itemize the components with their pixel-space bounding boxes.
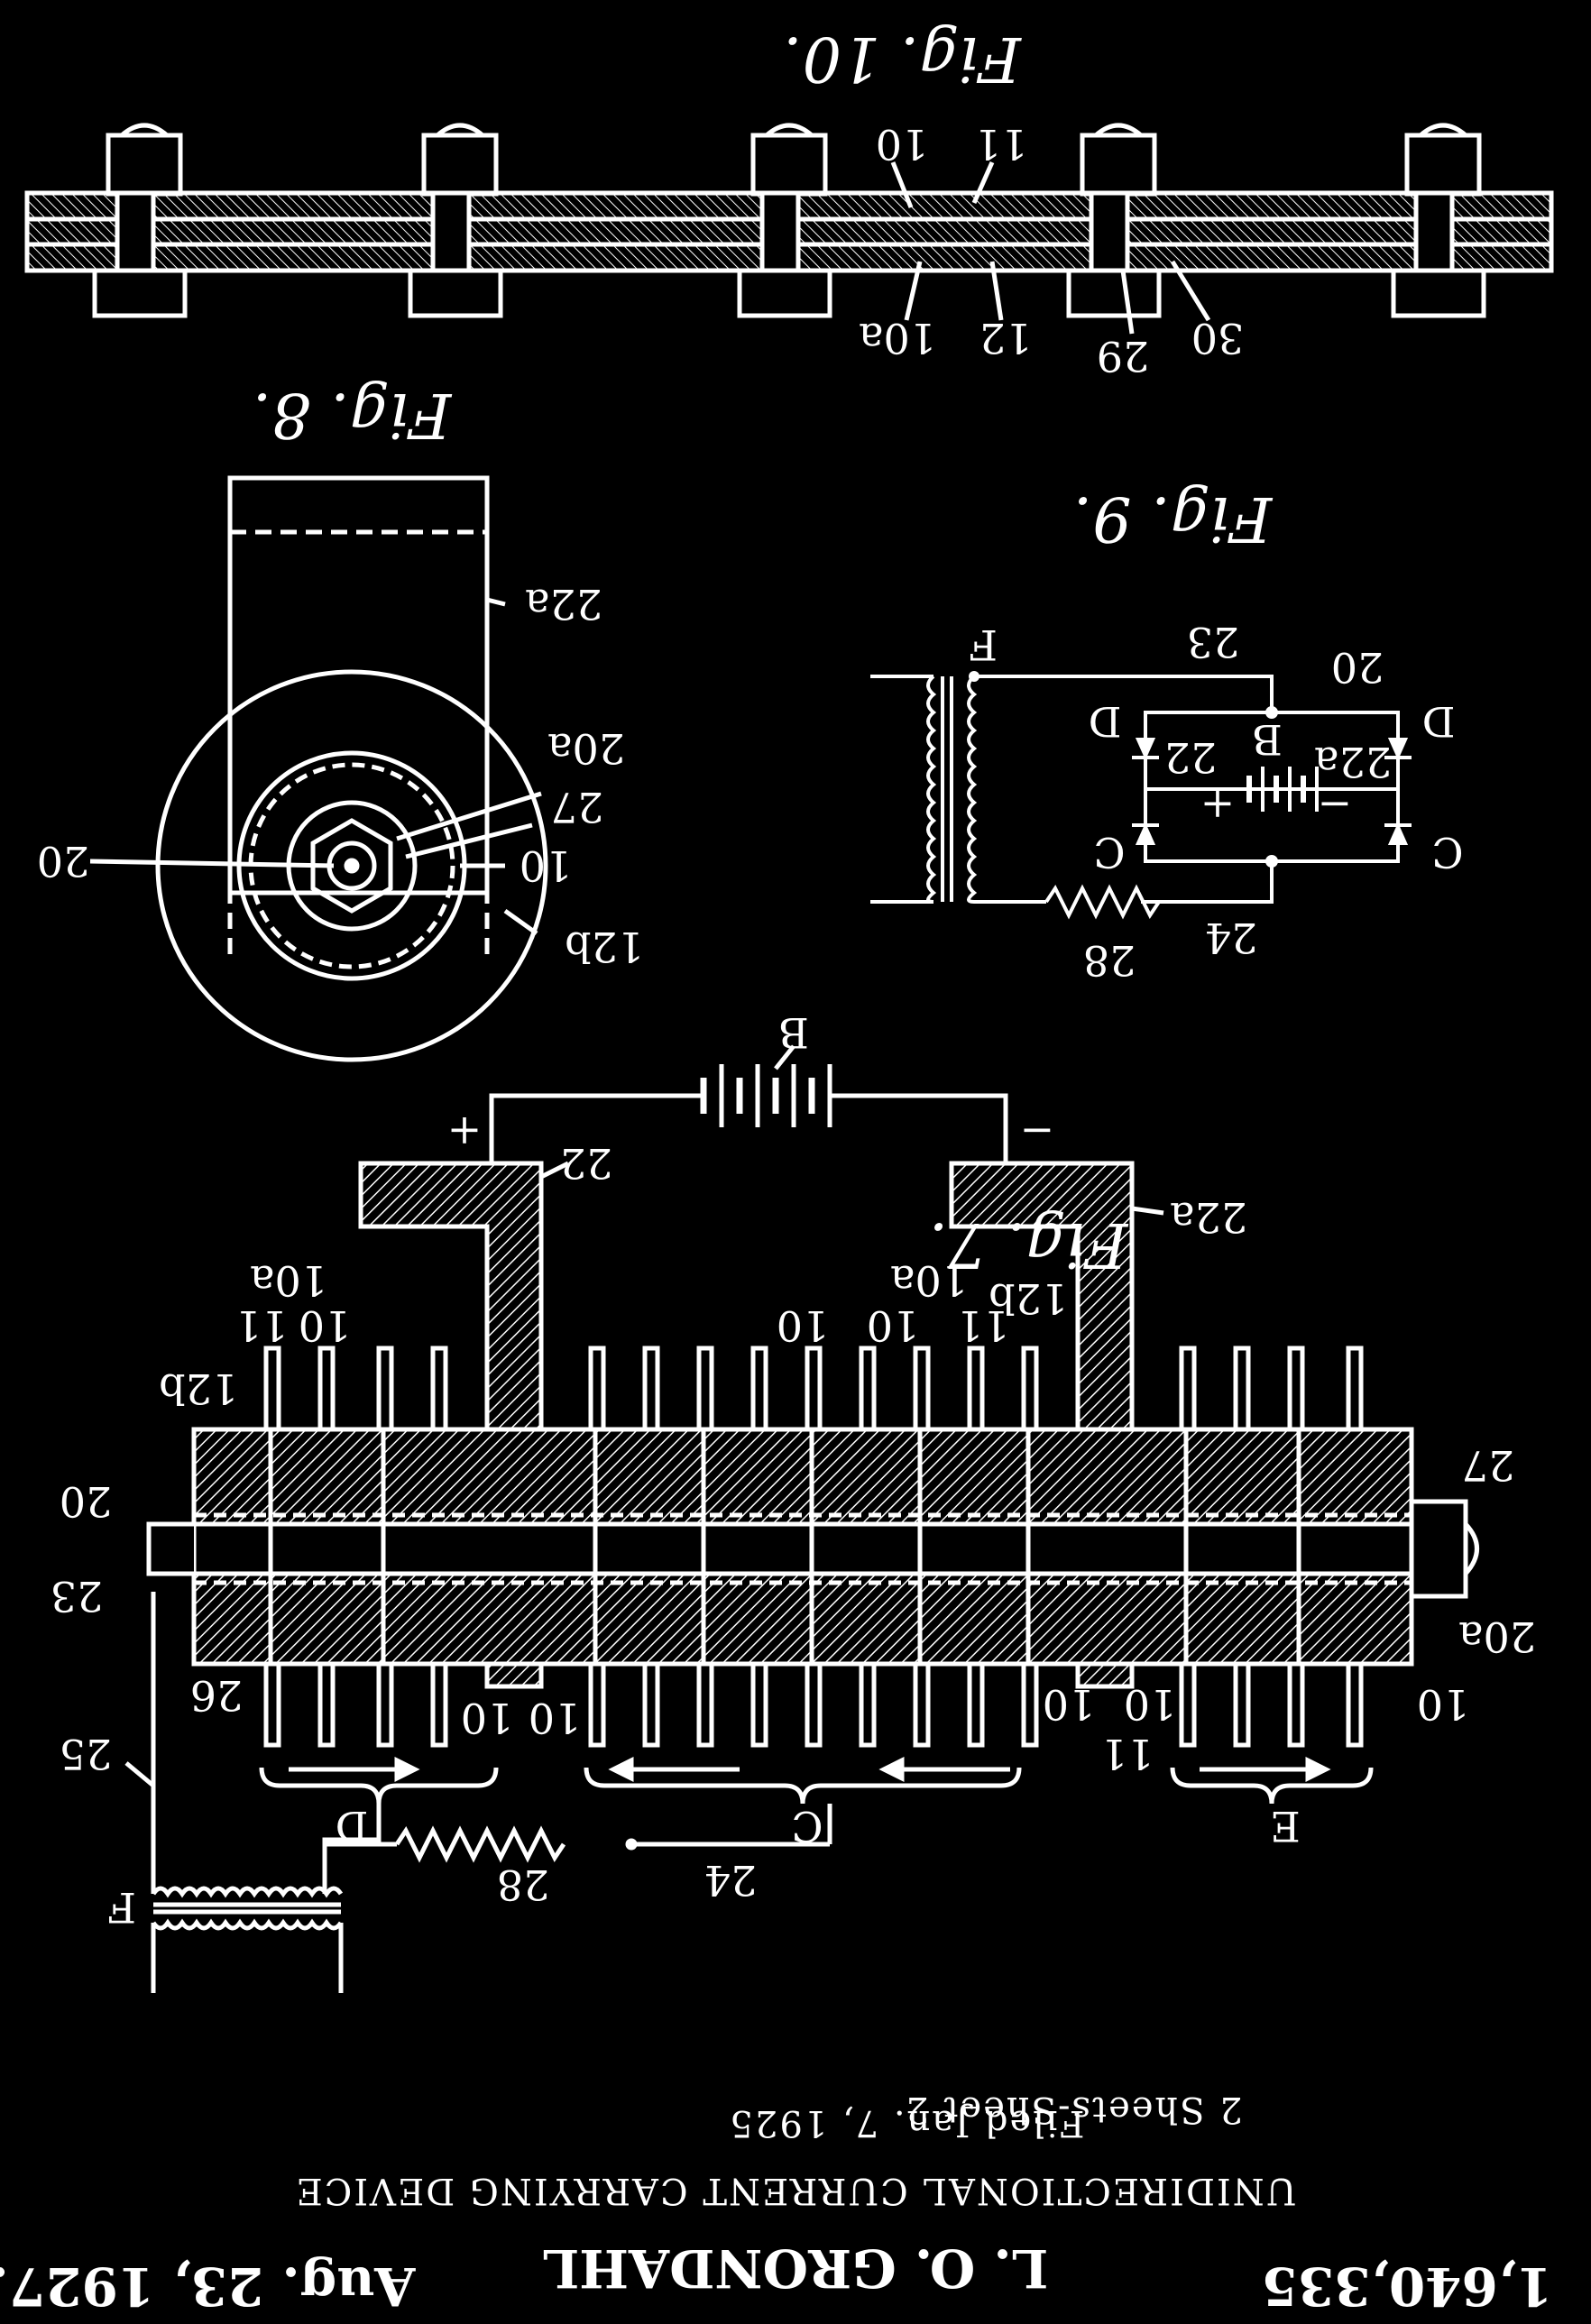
fig7-label-D: D	[336, 1802, 369, 1851]
fig8-label-20a: 20a	[547, 724, 625, 773]
inventor-name: L. O. GRONDAHL	[543, 2237, 1049, 2299]
fig7-label-22a: 22a	[1170, 1193, 1247, 1242]
fig7-label-10-mid: 10	[777, 1301, 830, 1350]
fig10-label-11: 11	[975, 120, 1028, 169]
fig7-label-11-bottom: 11	[1101, 1730, 1154, 1778]
fig7-label-10a-right: 10a	[890, 1256, 968, 1305]
patent-title: UNIDIRECTIONAL CURRENT CARRYING DEVICE	[294, 2170, 1296, 2211]
fig10-label-10a: 10a	[859, 314, 936, 363]
fig7-label-F: F	[107, 1883, 136, 1932]
fig9-label-20: 20	[1331, 643, 1384, 692]
fig7-label-10-b4: 10	[1124, 1680, 1177, 1729]
fig8-disc-12b	[155, 669, 548, 1062]
fig9-label-28: 28	[1083, 936, 1136, 985]
fig8-label-22a: 22a	[525, 580, 602, 629]
fig10-bolt	[735, 123, 843, 318]
fig7-label-E: E	[1270, 1802, 1301, 1851]
fig7-label-10-b2: 10	[529, 1694, 582, 1742]
fig7-transformer-F-primary	[151, 1918, 344, 1931]
fig9-title: Fig. 9.	[1073, 482, 1274, 554]
fig9-label-22a: 22a	[1314, 738, 1392, 786]
fig7-label-24: 24	[704, 1856, 758, 1905]
fig10-bolt	[1389, 123, 1497, 318]
fig9-label-B: B	[1252, 715, 1283, 764]
fig8-label-27: 27	[551, 783, 604, 831]
fig8-title: Fig. 8.	[253, 379, 454, 450]
fig7-label-10-mid2: 10	[867, 1301, 920, 1350]
fig9-transformer-secondary	[967, 675, 978, 904]
patent-number: 1,640,335	[1262, 2255, 1553, 2317]
fig10-label-10: 10	[876, 120, 929, 169]
figure-7	[124, 1044, 1479, 1993]
fig7-brace-C	[584, 1767, 1022, 1805]
fig7-label-11-left: 11	[235, 1301, 289, 1350]
fig8-label-12b: 12b	[565, 923, 644, 971]
figure-8	[89, 475, 548, 1062]
fig10-label-29: 29	[1097, 332, 1150, 381]
fig10-label-30: 30	[1191, 314, 1245, 363]
fig7-label-minus: −	[1020, 1107, 1055, 1156]
fig7-label-20: 20	[60, 1477, 113, 1526]
fig8-nut	[310, 818, 393, 914]
fig7-label-25: 25	[60, 1730, 113, 1778]
fig9-label-24: 24	[1205, 914, 1258, 962]
fig7-label-11-right: 11	[957, 1301, 1010, 1350]
fig7-label-28: 28	[497, 1860, 550, 1909]
sheet-count: 2 Sheets-Sheet 2	[904, 2089, 1243, 2130]
patent-date: Aug. 23, 1927.	[0, 2255, 416, 2317]
fig10-label-12: 12	[979, 314, 1033, 363]
fig7-transformer-F-secondary	[151, 1886, 344, 1898]
fig9-label-C-right: C	[1431, 828, 1463, 877]
fig7-resistor-28	[394, 1825, 566, 1863]
patent-header: 2 Sheets-Sheet 2 Filed Jan. 7, 1925 UNID…	[0, 2089, 1552, 2317]
fig9-label-22: 22	[1164, 733, 1218, 782]
fig7-label-20a: 20a	[1458, 1612, 1536, 1661]
fig9-transformer-primary	[926, 675, 937, 904]
fig8-label-10: 10	[520, 841, 573, 890]
fig9-label-F: F	[969, 620, 998, 669]
figure-10	[24, 123, 1554, 335]
fig7-label-22: 22	[560, 1139, 613, 1188]
fig9-label-minus: −	[1318, 781, 1353, 830]
fig10-bolt	[90, 123, 198, 318]
fig7-bolt-shaft-20	[191, 1521, 1414, 1576]
filing-date: Filed Jan. 7, 1925	[728, 2102, 1084, 2144]
fig7-label-23: 23	[51, 1572, 104, 1621]
fig7-label-plus: +	[447, 1107, 483, 1156]
fig7-label-12b-right: 12b	[989, 1274, 1068, 1323]
fig7-label-26: 26	[190, 1671, 244, 1720]
fig10-bolt	[406, 123, 514, 318]
fig7-nut-27	[1409, 1499, 1468, 1599]
fig7-label-10-left: 10	[299, 1301, 352, 1350]
fig10-title: Fig. 10.	[783, 23, 1023, 94]
fig7-label-B: B	[778, 1008, 809, 1057]
fig7-label-12b-left: 12b	[159, 1364, 238, 1413]
fig9-label-23: 23	[1187, 618, 1240, 666]
fig9-label-plus: +	[1200, 781, 1236, 830]
fig9-label-C-left: C	[1093, 828, 1125, 877]
figure-9	[870, 671, 1412, 920]
fig7-label-10a-left: 10a	[250, 1256, 327, 1305]
fig7-bolt-head	[146, 1521, 194, 1576]
fig10-bolt	[1064, 123, 1173, 318]
fig7-label-10-b3: 10	[1043, 1680, 1096, 1729]
fig7-label-C: C	[791, 1802, 823, 1851]
fig9-label-D-left: D	[1089, 697, 1122, 746]
fig7-label-27: 27	[1462, 1441, 1515, 1490]
fig7-brace-D	[259, 1767, 499, 1805]
fig7-brace-E	[1170, 1767, 1374, 1805]
fig7-label-10-b1: 10	[461, 1694, 514, 1742]
fig7-title: Fig. 7.	[929, 1208, 1130, 1280]
fig8-label-20: 20	[37, 837, 90, 886]
fig9-label-D-right: D	[1422, 697, 1456, 746]
fig7-label-10-b5: 10	[1417, 1680, 1470, 1729]
